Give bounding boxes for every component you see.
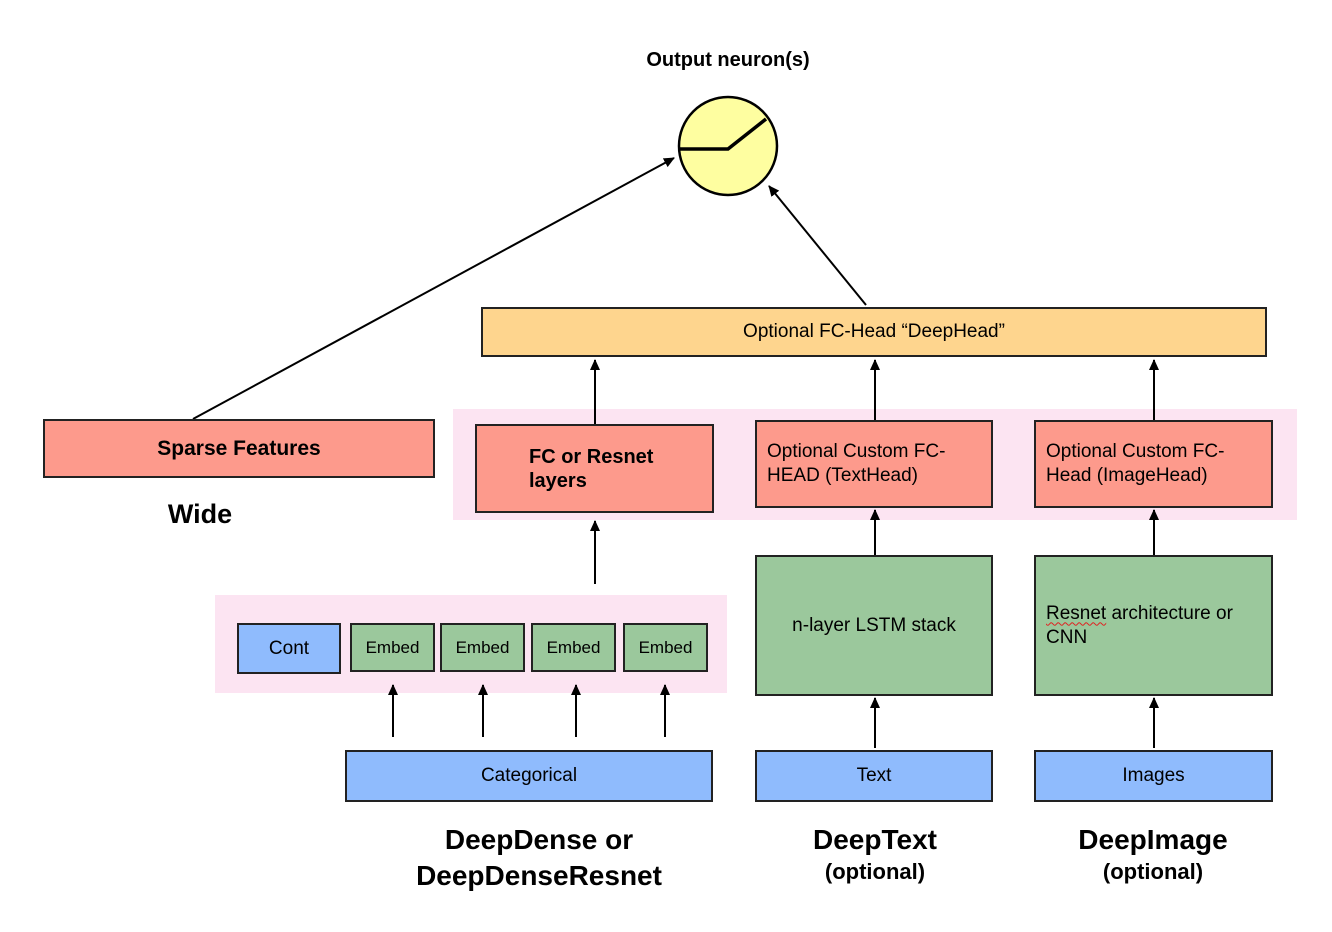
deepimage-section-title: DeepImage — [1078, 824, 1228, 855]
relu-activation-icon — [680, 117, 768, 151]
imagehead-box: Optional Custom FC-Head (ImageHead) — [1034, 420, 1273, 508]
embed-box-4: Embed — [623, 623, 708, 672]
embed-box-1: Embed — [350, 623, 435, 672]
edge-deephead-to-output — [768, 185, 867, 306]
embed-box-3: Embed — [531, 623, 616, 672]
cnn-label-word1: Resnet — [1046, 602, 1107, 624]
deepdense-section-label-line2: DeepDenseResnet — [416, 860, 662, 891]
embed-box-2: Embed — [440, 623, 525, 672]
categorical-input-box: Categorical — [345, 750, 713, 802]
deeptext-section-sub: (optional) — [824, 859, 926, 884]
deephead-box: Optional FC-Head “DeepHead” — [481, 307, 1267, 357]
output-neuron-node — [677, 95, 779, 197]
wide-section-label: Wide — [167, 499, 233, 529]
deepimage-section-label: DeepImage (optional) — [1053, 822, 1253, 886]
cnn-label-rest: architecture or CNN — [1046, 602, 1233, 648]
deeptext-section-label: DeepText (optional) — [775, 822, 975, 886]
deepdense-section-label: DeepDense or DeepDenseResnet — [380, 822, 698, 894]
deeptext-section-title: DeepText — [813, 824, 937, 855]
deepdense-section-label-line1: DeepDense or — [444, 824, 634, 855]
texthead-box: Optional Custom FC-HEAD (TextHead) — [755, 420, 993, 508]
fc-resnet-layers-box: FC or Resnet layers — [475, 424, 714, 513]
sparse-features-box: Sparse Features — [43, 419, 435, 478]
cnn-box: Resnet architecture or CNN — [1034, 555, 1273, 696]
cont-input-box: Cont — [237, 623, 341, 674]
lstm-stack-box: n-layer LSTM stack — [755, 555, 993, 696]
text-input-box: Text — [755, 750, 993, 802]
cnn-box-label: Resnet architecture or CNN — [1046, 602, 1256, 650]
edge-sparse-to-output — [192, 157, 675, 420]
images-input-box: Images — [1034, 750, 1273, 802]
output-neuron-title: Output neuron(s) — [646, 49, 810, 71]
deepimage-section-sub: (optional) — [1102, 859, 1204, 884]
